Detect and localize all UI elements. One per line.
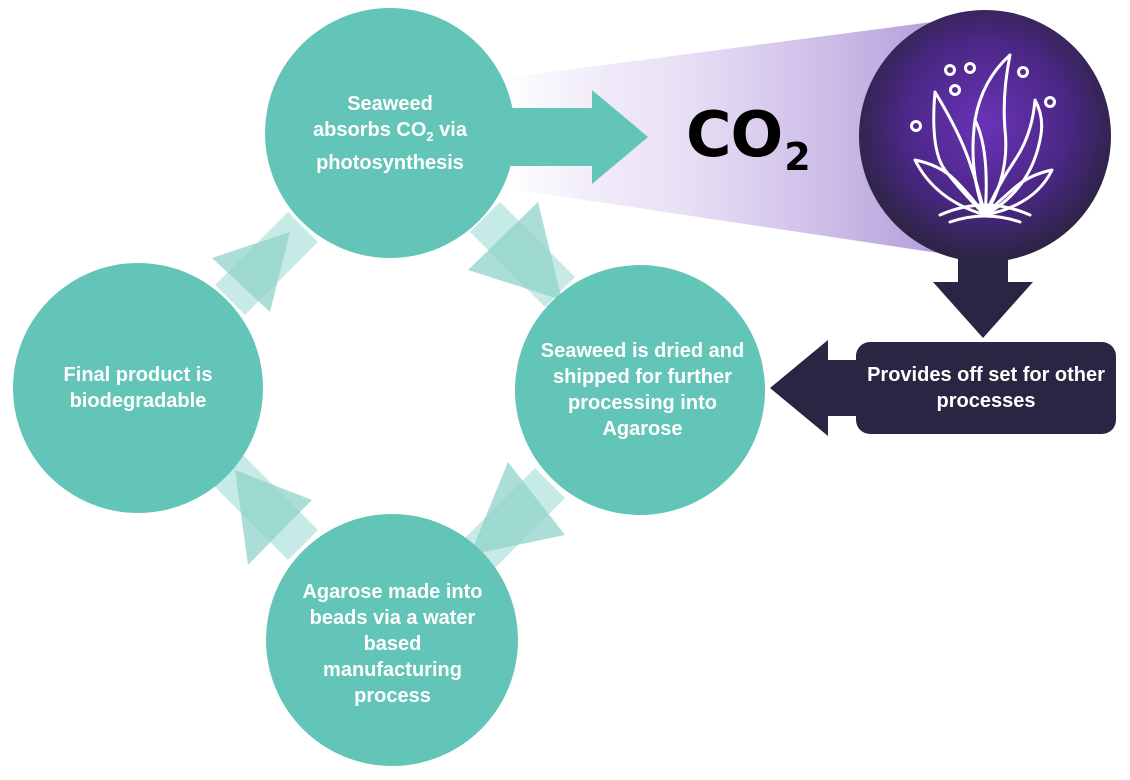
- left-arrow: [770, 340, 870, 436]
- node-dried-text: Seaweed is dried and shipped for further…: [535, 335, 750, 445]
- co2-subscript: 2: [784, 135, 810, 179]
- node-absorb-text: Seaweed absorbs CO2 via photosynthesis: [275, 90, 505, 176]
- node-circle-dried: [515, 265, 765, 515]
- offset-box: [856, 342, 1116, 434]
- node-absorb-line2: absorbs CO2 via: [313, 117, 467, 150]
- offset-box-text: Provides off set for other processes: [858, 344, 1114, 432]
- co2-main: CO: [686, 98, 783, 171]
- node-absorb-line3: photosynthesis: [316, 151, 464, 174]
- emit-arrow: [505, 90, 648, 184]
- node-biodegradable-label: Final product is biodegradable: [63, 364, 213, 412]
- offset-box-label: Provides off set for other processes: [867, 364, 1105, 412]
- seaweed-circle: [859, 10, 1111, 262]
- seaweed-bubbles-icon: [910, 53, 1056, 224]
- node-dried-label: Seaweed is dried and shipped for further…: [540, 340, 745, 440]
- cycle-arrow-beads-to-biodegradable: [210, 452, 318, 565]
- node-circle-biodegradable: [13, 263, 263, 513]
- node-absorb-line1: Seaweed: [347, 92, 433, 115]
- node-beads-label: Agarose made into beads via a water base…: [302, 581, 483, 707]
- node-absorb-line2-text: absorbs CO: [313, 118, 427, 141]
- node-absorb-line2-end: via: [433, 118, 467, 141]
- cycle-arrow-dried-to-beads: [458, 462, 565, 575]
- cycle-arrows: [210, 202, 575, 575]
- node-beads-text: Agarose made into beads via a water base…: [300, 578, 485, 710]
- co2-light-beam: [505, 15, 985, 260]
- node-biodegradable-text: Final product is biodegradable: [40, 360, 236, 416]
- node-absorb-subscript: 2: [426, 128, 434, 144]
- cycle-arrow-absorb-to-dried: [468, 202, 575, 307]
- co2-label: CO2: [686, 98, 811, 177]
- node-circle-beads: [266, 514, 518, 766]
- down-arrow: [933, 240, 1033, 338]
- cycle-arrow-biodegradable-to-absorb: [212, 212, 318, 315]
- node-circle-absorb: [265, 8, 515, 258]
